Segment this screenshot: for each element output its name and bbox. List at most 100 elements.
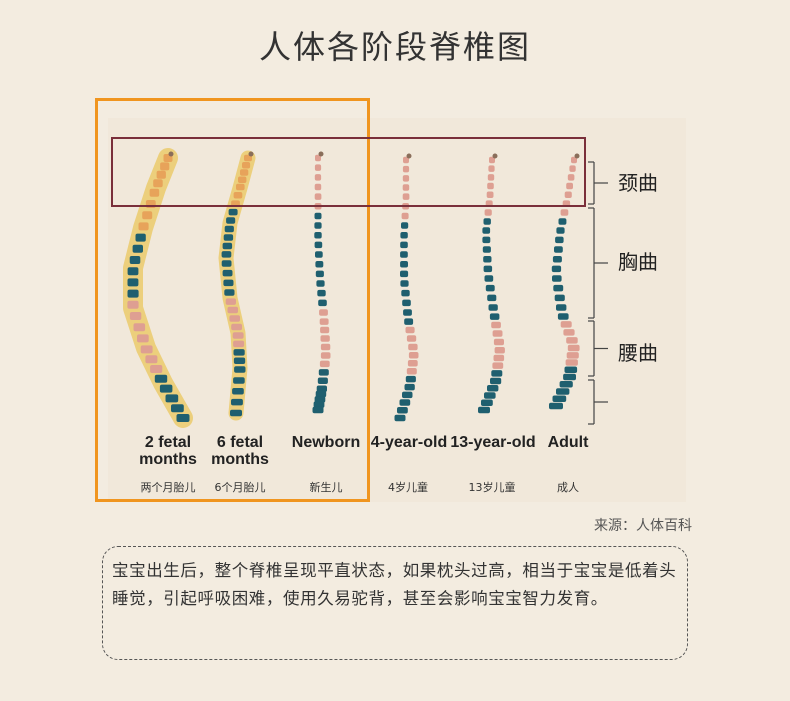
vertebra-0 (165, 394, 179, 403)
vertebra-5 (563, 329, 575, 336)
curve-label-lumbar: 腰曲 (618, 341, 658, 365)
vertebra-3 (408, 352, 419, 359)
vertebra-5 (560, 321, 572, 328)
vertebra-3 (400, 232, 408, 239)
vertebra-4 (484, 275, 494, 282)
vertebra-3 (402, 193, 410, 200)
vertebra-3 (394, 414, 406, 422)
vertebra-3 (405, 326, 415, 334)
stage-label-13-year-old: 13-year-old (450, 434, 536, 451)
vertebra-3 (406, 335, 417, 342)
cervical-region-box (111, 137, 586, 207)
vertebra-1 (240, 169, 249, 176)
vertebra-3 (400, 251, 408, 258)
vertebra-4 (491, 370, 503, 377)
vertebra-2 (314, 222, 322, 229)
vertebra-4 (492, 330, 503, 337)
vertebra-4 (487, 385, 499, 392)
vertebra-1 (244, 154, 252, 162)
vertebra-4 (482, 227, 491, 234)
vertebra-5 (563, 373, 576, 381)
vertebra-1 (223, 234, 234, 241)
vertebra-2 (313, 401, 325, 408)
vertebra-1 (232, 388, 244, 395)
vertebra-1 (224, 289, 235, 296)
vertebra-3 (399, 399, 411, 406)
vertebra-1 (222, 242, 233, 250)
vertebra-5 (549, 402, 563, 410)
vertebra-3 (403, 309, 412, 316)
spine-top-2 (318, 151, 324, 157)
vertebra-3 (401, 212, 409, 220)
vertebra-1 (225, 298, 236, 305)
vertebra-3 (407, 360, 418, 367)
vertebra-4 (484, 392, 496, 399)
vertebra-3 (397, 407, 408, 414)
vertebra-5 (571, 156, 577, 164)
vertebra-2 (320, 335, 330, 342)
vertebra-5 (551, 265, 562, 273)
vertebra-0 (129, 256, 141, 264)
vertebra-2 (316, 280, 325, 287)
vertebra-0 (159, 384, 173, 393)
vertebra-2 (318, 299, 327, 307)
vertebra-4 (483, 256, 492, 263)
vertebra-1 (233, 349, 245, 356)
vertebra-2 (315, 270, 324, 278)
vertebra-2 (320, 352, 331, 359)
vertebra-5 (554, 294, 565, 302)
vertebra-0 (150, 365, 163, 373)
vertebra-2 (314, 164, 322, 171)
vertebra-3 (401, 289, 410, 297)
stage-cn-6-fetal-months: 6个月胎儿 (214, 481, 266, 494)
vertebra-2 (317, 289, 326, 297)
vertebra-0 (127, 300, 139, 309)
curve-label-cervical: 颈曲 (618, 171, 658, 195)
vertebra-5 (566, 352, 579, 359)
vertebra-2 (315, 251, 323, 258)
vertebra-3 (405, 375, 416, 383)
vertebra-1 (221, 251, 232, 258)
spine-top-1 (248, 151, 254, 157)
vertebra-3 (404, 383, 415, 391)
vertebra-3 (400, 280, 409, 287)
vertebra-5 (552, 275, 562, 282)
vertebra-2 (315, 261, 324, 268)
vertebra-3 (402, 165, 410, 173)
vertebra-1 (232, 332, 244, 339)
vertebra-1 (227, 306, 238, 314)
stage-label-2-fetal-months: 2 fetal months (139, 434, 197, 468)
vertebra-0 (149, 188, 160, 197)
vertebra-0 (154, 374, 168, 383)
spine-top-4 (492, 153, 498, 159)
vertebra-4 (484, 209, 492, 216)
spine-top-5 (574, 153, 580, 159)
vertebra-5 (556, 227, 565, 234)
vertebra-2 (314, 396, 326, 403)
vertebra-5 (552, 256, 562, 263)
vertebra-4 (490, 377, 502, 385)
vertebra-4 (491, 321, 501, 329)
spine-top-0 (168, 151, 174, 157)
vertebra-4 (494, 347, 505, 354)
vertebra-0 (142, 211, 153, 220)
vertebra-4 (487, 182, 494, 190)
stage-label-adult: Adult (547, 434, 589, 451)
vertebra-5 (566, 182, 573, 190)
vertebra-0 (127, 267, 139, 276)
vertebra-4 (483, 218, 491, 225)
vertebra-4 (488, 165, 495, 172)
vertebra-4 (481, 399, 493, 406)
vertebra-0 (160, 162, 170, 171)
vertebra-0 (176, 414, 190, 422)
stage-cn-4-year-old: 4岁儿童 (388, 481, 428, 494)
vertebra-2 (314, 193, 322, 200)
infant-highlight-box (95, 98, 370, 502)
vertebra-1 (228, 208, 238, 216)
vertebra-1 (224, 225, 234, 233)
vertebra-5 (560, 209, 569, 216)
vertebra-1 (238, 176, 247, 183)
vertebra-1 (233, 340, 245, 348)
vertebra-1 (222, 269, 233, 277)
stage-label-4-year-old: 4-year-old (370, 434, 448, 451)
